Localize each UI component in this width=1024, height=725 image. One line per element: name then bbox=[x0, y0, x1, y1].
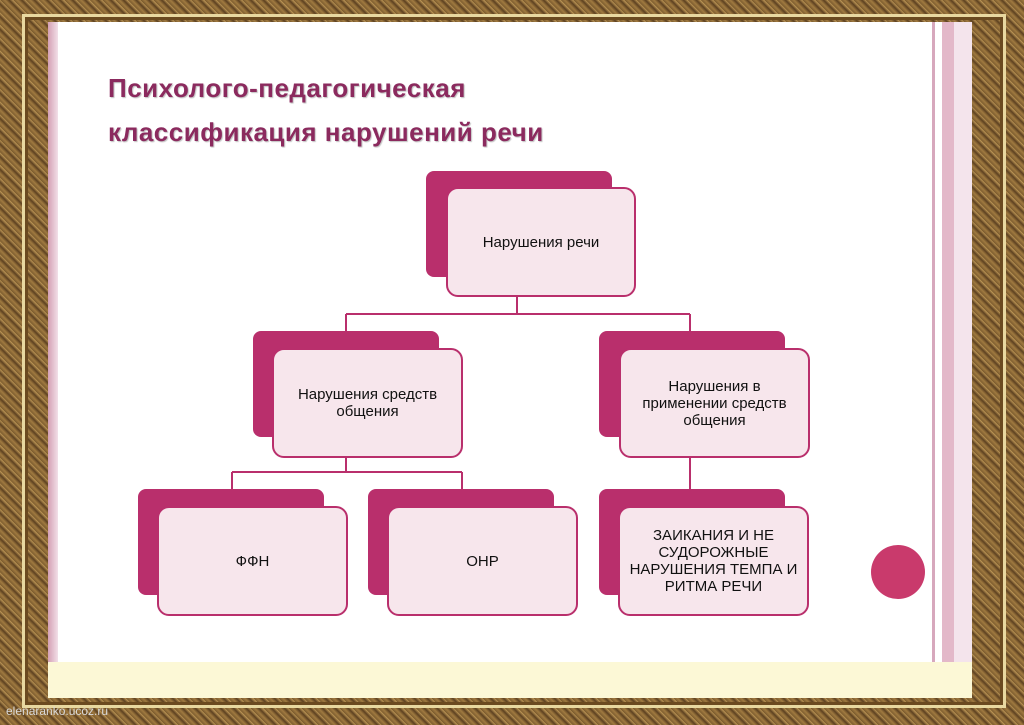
node-root-box: Нарушения речи bbox=[446, 187, 636, 297]
slide-title: Психолого-педагогическая классификация н… bbox=[108, 66, 544, 154]
watermark-text: elenaranko.ucoz.ru bbox=[6, 704, 109, 718]
node-root-label: Нарушения речи bbox=[482, 233, 600, 251]
decorative-circle bbox=[871, 545, 925, 599]
title-line-2: классификация нарушений речи bbox=[108, 117, 544, 147]
node-stutter: ЗАИКАНИЯ И НЕ СУДОРОЖНЫЕ НАРУШЕНИЯ ТЕМПА… bbox=[599, 489, 809, 616]
node-left-box: Нарушения средств общения bbox=[272, 348, 463, 458]
node-left-label: Нарушения средств общения bbox=[297, 386, 438, 420]
node-ffn: ФФН bbox=[138, 489, 348, 616]
slide-bottom-strip bbox=[48, 662, 972, 698]
title-line-1: Психолого-педагогическая bbox=[108, 73, 466, 103]
slide-right-stripes bbox=[928, 22, 972, 662]
frame-border bbox=[22, 14, 1006, 708]
node-right-label: Нарушения в применении средств общения bbox=[642, 377, 787, 429]
slide-left-stripe bbox=[48, 22, 58, 662]
node-stutter-box: ЗАИКАНИЯ И НЕ СУДОРОЖНЫЕ НАРУШЕНИЯ ТЕМПА… bbox=[618, 506, 809, 616]
node-right: Нарушения в применении средств общения bbox=[599, 331, 810, 458]
node-stutter-label: ЗАИКАНИЯ И НЕ СУДОРОЖНЫЕ НАРУШЕНИЯ ТЕМПА… bbox=[629, 527, 798, 595]
node-left: Нарушения средств общения bbox=[253, 331, 463, 458]
node-onr-box: ОНР bbox=[387, 506, 578, 616]
node-onr-label: ОНР bbox=[466, 552, 499, 570]
node-root: Нарушения речи bbox=[426, 171, 636, 297]
node-onr: ОНР bbox=[368, 489, 578, 616]
node-ffn-box: ФФН bbox=[157, 506, 348, 616]
node-ffn-label: ФФН bbox=[235, 552, 270, 570]
node-right-box: Нарушения в применении средств общения bbox=[619, 348, 810, 458]
